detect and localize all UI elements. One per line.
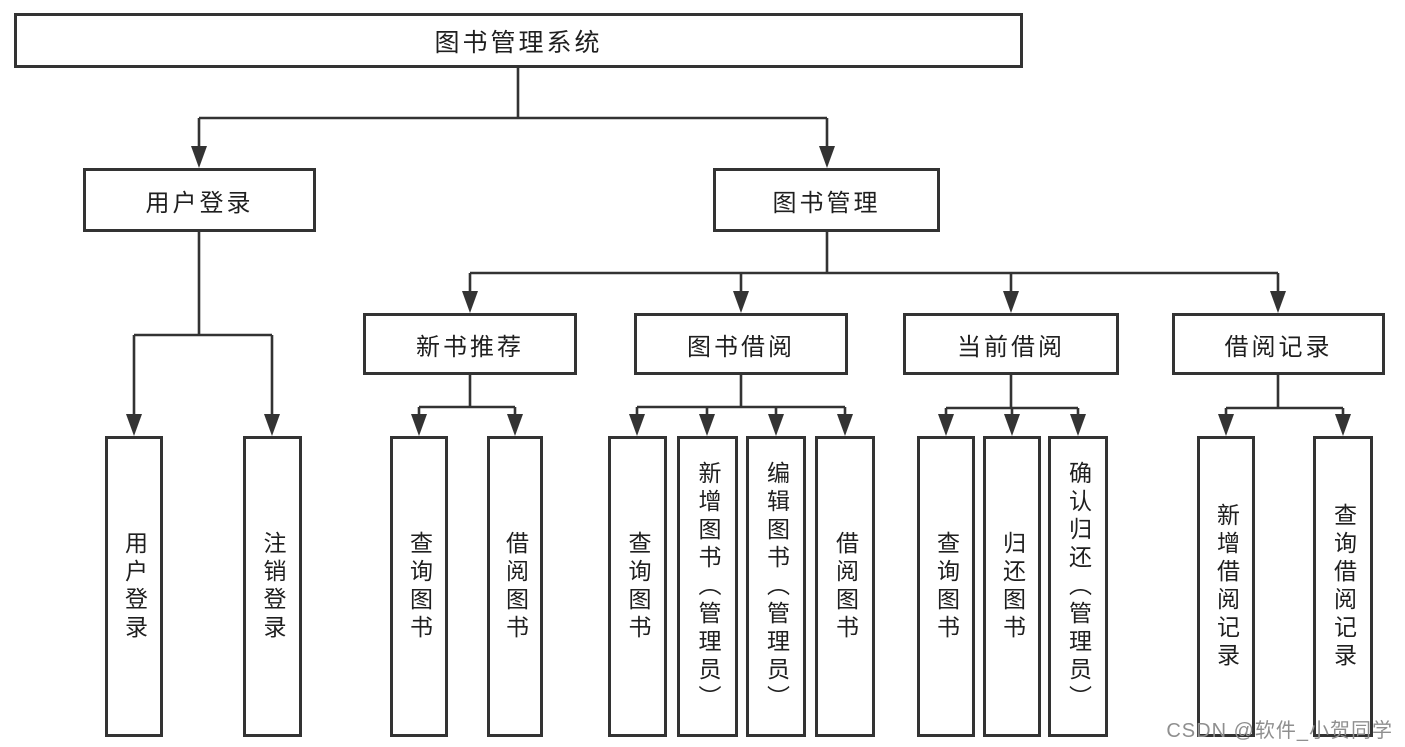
node-label: 借阅图书 — [502, 530, 529, 643]
connector-root-to-level2 — [197, 68, 829, 150]
node-label: 用户登录 — [121, 530, 148, 643]
node-label: 新增图书（管理员） — [695, 460, 721, 713]
leaf-user-login: 用户登录 — [105, 436, 163, 737]
node-label: 编辑图书（管理员） — [763, 460, 790, 713]
connector-book-management-to-level3 — [468, 232, 1280, 295]
leaf-br-add-record: 新增借阅记录 — [1197, 436, 1255, 737]
connector-new-book-rec-subtree — [417, 375, 517, 418]
node-book-management: 图书管理 — [713, 168, 940, 232]
leaf-logout: 注销登录 — [243, 436, 302, 737]
leaf-cb-return-books: 归还图书 — [983, 436, 1041, 737]
node-label: 确认归还（管理员） — [1065, 460, 1092, 713]
node-label: 新增借阅记录 — [1213, 502, 1240, 671]
leaf-cb-query-books: 查询图书 — [917, 436, 975, 737]
node-borrowing-records: 借阅记录 — [1172, 313, 1385, 375]
arrowheads — [126, 146, 1351, 436]
leaf-nbr-borrow-books: 借阅图书 — [487, 436, 543, 737]
node-label: 图书管理系统 — [434, 28, 603, 57]
watermark: CSDN @软件_小贺同学 — [1166, 720, 1393, 742]
node-label: 用户登录 — [145, 189, 254, 217]
node-current-borrowing: 当前借阅 — [903, 313, 1119, 375]
node-label: 图书管理 — [772, 189, 881, 217]
leaf-bb-borrow-books: 借阅图书 — [815, 436, 875, 737]
leaf-bb-edit-books-admin: 编辑图书（管理员） — [746, 436, 806, 737]
node-label: 归还图书 — [999, 530, 1026, 643]
node-user-login: 用户登录 — [83, 168, 316, 232]
node-label: 查询图书 — [625, 530, 651, 643]
connector-book-borrowing-subtree — [635, 375, 847, 418]
leaf-bb-query-books: 查询图书 — [608, 436, 667, 737]
node-label: 当前借阅 — [957, 333, 1065, 361]
node-label: 查询图书 — [933, 530, 960, 643]
connector-current-borrowing-subtree — [944, 375, 1080, 418]
node-label: 注销登录 — [260, 530, 286, 643]
node-book-borrowing: 图书借阅 — [634, 313, 848, 375]
connector-borrowing-records-subtree — [1224, 375, 1345, 418]
connector-user-login-subtree — [132, 232, 274, 418]
node-label: 借阅图书 — [832, 530, 859, 643]
leaf-br-query-record: 查询借阅记录 — [1313, 436, 1373, 737]
node-new-book-recommendation: 新书推荐 — [363, 313, 577, 375]
leaf-bb-add-books-admin: 新增图书（管理员） — [677, 436, 738, 737]
node-library-management-system: 图书管理系统 — [14, 13, 1023, 68]
leaf-cb-confirm-return-admin: 确认归还（管理员） — [1048, 436, 1108, 737]
node-label: 图书借阅 — [687, 333, 795, 361]
node-label: 查询借阅记录 — [1330, 502, 1357, 671]
node-label: 查询图书 — [406, 530, 433, 643]
node-label: 借阅记录 — [1224, 333, 1333, 361]
node-label: 新书推荐 — [416, 333, 524, 361]
leaf-nbr-query-books: 查询图书 — [390, 436, 448, 737]
